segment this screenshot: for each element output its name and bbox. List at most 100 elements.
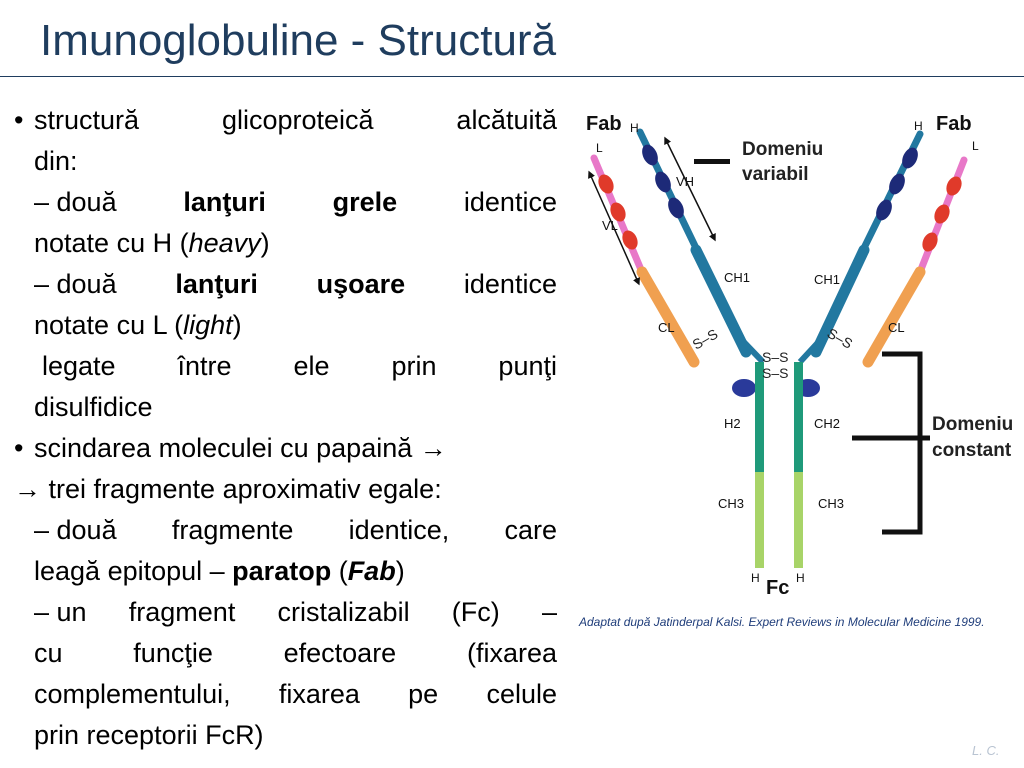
constant-domain-bracket	[852, 351, 930, 535]
label-ch1-right: CH1	[814, 272, 840, 287]
word: – două	[34, 515, 117, 545]
right-heavy-hinge	[797, 333, 827, 365]
label-domeniu-constant-1: Domeniu	[932, 414, 1013, 435]
word: – două	[34, 187, 117, 217]
bullet-2-line-2: → trei fragmente aproximativ egale:	[14, 474, 442, 504]
footer-initials: L. C.	[972, 743, 1000, 758]
label-cl-left: CL	[658, 320, 675, 335]
label-h-bottom-left: H	[751, 571, 760, 585]
figure-caption: Adaptat după Jatinderpal Kalsi. Expert R…	[579, 615, 985, 629]
label-l-top-right: L	[972, 139, 979, 153]
disulfide-bonds: S–S S–S S–S S–S	[690, 325, 856, 381]
bullet-2-line-7: complementului, fixarea pe celule	[14, 674, 557, 715]
label-fab-left: Fab	[586, 113, 622, 135]
label-ch1-left: CH1	[724, 270, 750, 285]
word: – două	[34, 269, 117, 299]
svg-text:S–S: S–S	[690, 326, 721, 353]
word: – un	[34, 597, 87, 627]
word: pe	[408, 679, 439, 709]
label-domeniu-constant-2: constant	[932, 440, 1012, 461]
word: fragment	[128, 597, 236, 627]
word: fixarea	[278, 679, 360, 709]
word: între	[177, 351, 232, 381]
text: (	[331, 556, 348, 586]
text-column: • structură glicoproteică alcătuită din:…	[14, 100, 557, 756]
keyword: uşoare	[316, 269, 406, 299]
label-h-top-left: H	[630, 121, 639, 135]
keyword: heavy	[188, 228, 261, 258]
bullet-2-line-5: – un fragment cristalizabil (Fc) –	[14, 592, 557, 633]
right-heavy-domain-beads	[876, 147, 918, 221]
bullet-1-line-4: notate cu H (heavy)	[14, 223, 557, 264]
word: celule	[486, 679, 557, 709]
label-domeniu-variabil-1: Domeniu	[742, 139, 823, 160]
word: –	[541, 597, 557, 627]
word: (fixarea	[466, 638, 557, 668]
word: glicoproteică	[221, 105, 374, 135]
text: scindarea moleculei cu papaină →	[34, 433, 447, 463]
bullet-1-line-6: notate cu L (light)	[14, 305, 557, 346]
stem-left-ch2	[755, 362, 764, 472]
label-fc: Fc	[766, 577, 789, 599]
word: cu	[34, 638, 63, 668]
bullet-2-line-3: – două fragmente identice, care	[14, 510, 557, 551]
keyword: lanţuri	[183, 187, 266, 217]
antibody-diagram: S–S S–S S–S S–S Fab H L VH VL CH1 CL Fab…	[586, 113, 1013, 599]
left-light-constant	[636, 266, 700, 368]
bullet-marker: •	[14, 105, 24, 135]
word: identice	[463, 187, 557, 217]
bullet-marker: •	[14, 433, 24, 463]
left-light-domain-beads	[598, 174, 638, 250]
label-ch2-left: H2	[724, 416, 741, 431]
label-ch3-left: CH3	[718, 496, 744, 511]
stem-right-ch3	[794, 472, 803, 568]
label-h-top-right: H	[914, 119, 923, 133]
vh-arrow	[664, 136, 716, 242]
word: complementului,	[34, 679, 231, 709]
keyword: Fab	[347, 556, 396, 586]
bullet-1-line-3: – două lanţuri grele identice	[14, 182, 557, 223]
left-heavy-hinge	[735, 333, 766, 365]
word: alcătuită	[456, 105, 557, 135]
svg-text:S–S: S–S	[762, 365, 788, 381]
label-domeniu-variabil-2: variabil	[742, 164, 809, 185]
text: )	[395, 556, 405, 586]
word: structură	[34, 105, 140, 135]
bullet-2-line-4: leagă epitopul – paratop (Fab)	[14, 551, 557, 592]
right-light-domain-beads	[922, 176, 962, 252]
slide-title: Imunoglobuline - Structură	[40, 16, 557, 65]
label-vl: VL	[602, 218, 618, 233]
keyword: light	[183, 310, 233, 340]
label-ch3-right: CH3	[818, 496, 844, 511]
svg-text:S–S: S–S	[825, 325, 856, 352]
label-vh: VH	[676, 174, 694, 189]
right-light-constant	[862, 266, 926, 368]
word: funcţie	[133, 638, 213, 668]
word: legate	[42, 351, 116, 381]
title-rule	[0, 76, 1024, 77]
left-heavy-constant	[690, 244, 752, 358]
bullet-2-line-6: cu funcţie efectoare (fixarea	[14, 633, 557, 674]
word: ele	[293, 351, 330, 381]
bullet-2-line-8: prin receptorii FcR)	[34, 720, 264, 750]
bullet-1-line-8: disulfidice	[34, 392, 153, 422]
word: prin	[391, 351, 437, 381]
label-l-top-left: L	[596, 141, 603, 155]
word: (Fc)	[451, 597, 500, 627]
stem-left-ch3	[755, 472, 764, 568]
word: care	[504, 515, 557, 545]
word: fragmente	[171, 515, 294, 545]
vl-arrow	[588, 170, 640, 286]
label-h-bottom-right: H	[796, 571, 805, 585]
keyword: lanţuri	[175, 269, 258, 299]
word: identice	[463, 269, 557, 299]
label-fab-right: Fab	[936, 113, 972, 135]
label-cl-right: CL	[888, 320, 905, 335]
text: )	[232, 310, 242, 340]
word: cristalizabil	[277, 597, 410, 627]
word: efectoare	[283, 638, 397, 668]
text: notate cu H (	[34, 228, 189, 258]
svg-text:S–S: S–S	[762, 349, 788, 365]
keyword: paratop	[232, 556, 332, 586]
text: notate cu L (	[34, 310, 184, 340]
